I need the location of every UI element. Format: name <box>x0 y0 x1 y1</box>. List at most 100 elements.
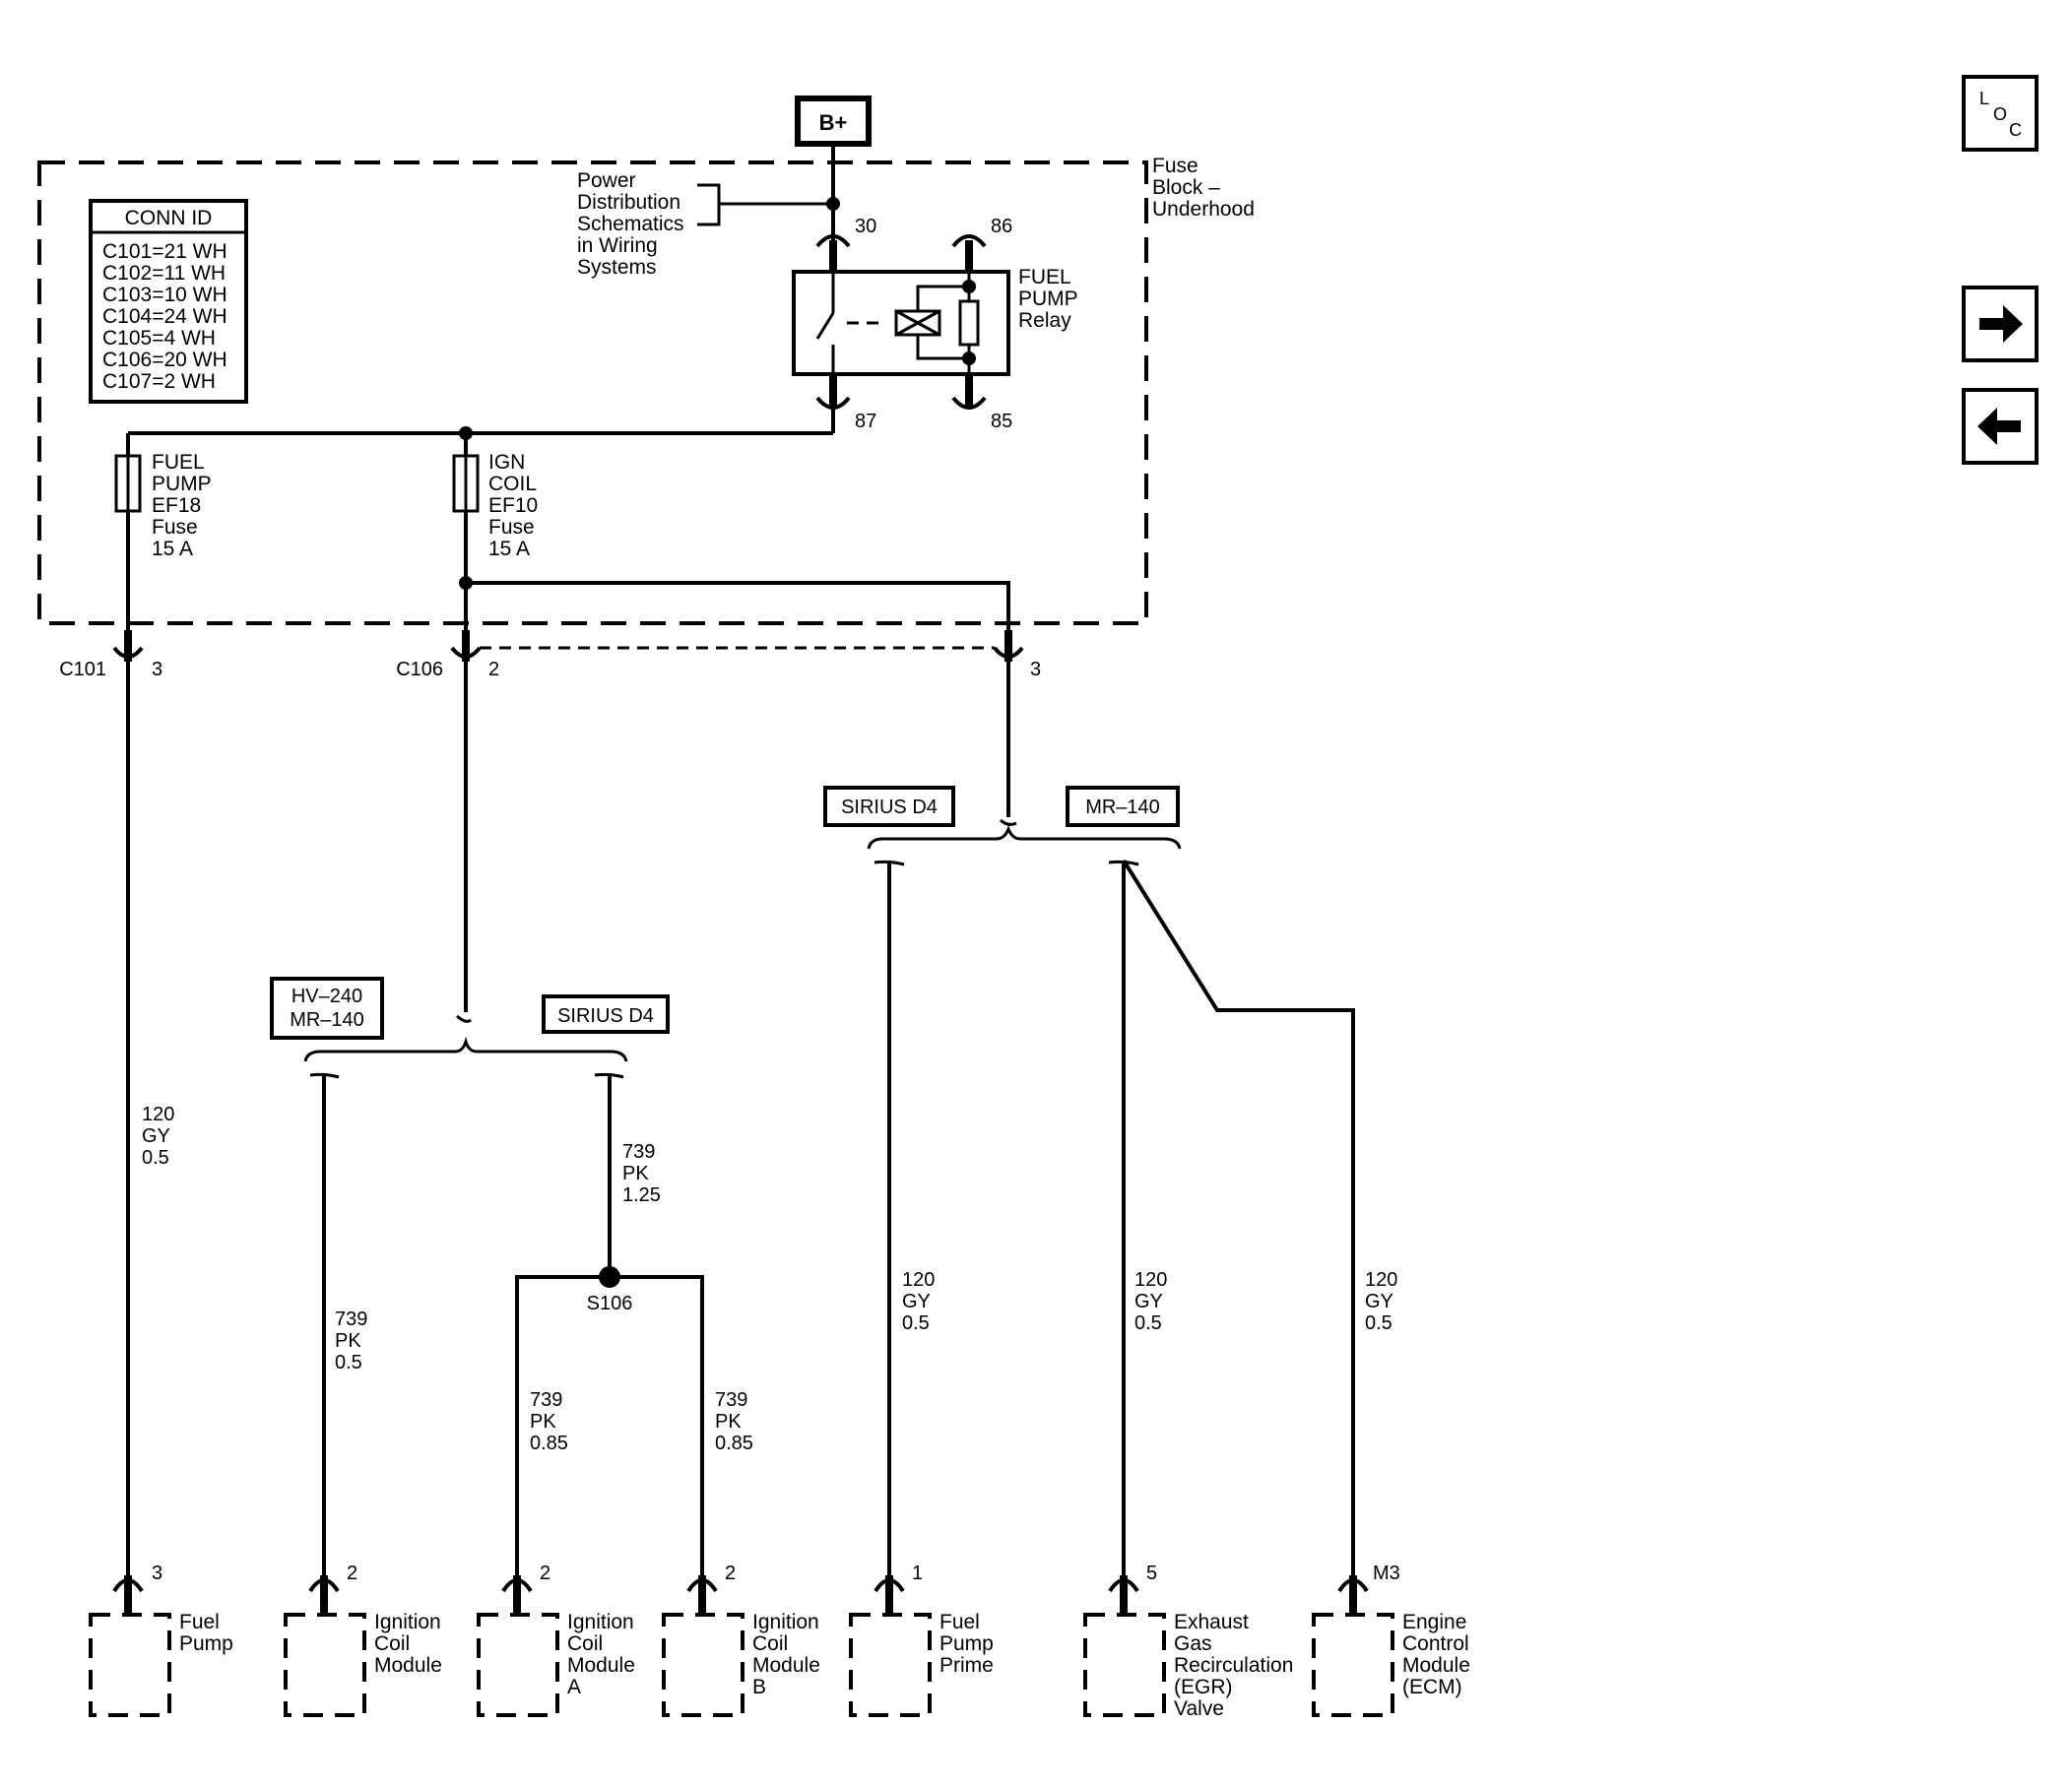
option-left-a-line2: MR–140 <box>290 1009 364 1031</box>
svg-text:PK: PK <box>622 1163 649 1184</box>
svg-text:3: 3 <box>152 1563 162 1584</box>
svg-text:Distribution: Distribution <box>577 191 680 214</box>
option-left-a-line1: HV–240 <box>291 986 362 1007</box>
wire-label-8: 120 GY 0.5 <box>1365 1269 1397 1334</box>
wire-label-5: 739 PK 0.85 <box>715 1389 753 1454</box>
svg-text:Module: Module <box>1402 1654 1470 1677</box>
svg-text:2: 2 <box>347 1563 357 1584</box>
svg-text:739: 739 <box>622 1141 655 1163</box>
wire-label-7: 120 GY 0.5 <box>1134 1269 1167 1334</box>
svg-text:Module: Module <box>567 1654 635 1677</box>
svg-text:EF18: EF18 <box>152 494 201 517</box>
svg-text:A: A <box>567 1676 581 1698</box>
svg-text:5: 5 <box>1146 1563 1157 1584</box>
svg-text:2: 2 <box>540 1563 550 1584</box>
svg-text:O: O <box>1993 104 2007 124</box>
component-ignition-coil-module: 2 Ignition Coil Module <box>347 1563 442 1677</box>
fuel-pump-relay-label: FUEL PUMP Relay <box>1018 266 1078 332</box>
svg-text:Exhaust: Exhaust <box>1174 1611 1249 1633</box>
component-ecm: M3 Engine Control Module (ECM) <box>1373 1563 1470 1698</box>
svg-text:120: 120 <box>1365 1269 1397 1291</box>
svg-text:Block –: Block – <box>1152 176 1220 199</box>
svg-text:0.5: 0.5 <box>902 1312 930 1334</box>
svg-text:B: B <box>752 1676 766 1698</box>
option-box-right-a <box>823 786 955 827</box>
location-button[interactable]: L O C <box>1962 75 2039 152</box>
power-distribution-note: Power Distribution Schematics in Wiring … <box>577 169 684 279</box>
svg-text:Pump: Pump <box>179 1632 233 1655</box>
b-plus-label: B+ <box>819 110 848 135</box>
svg-text:GY: GY <box>1134 1291 1163 1312</box>
svg-text:739: 739 <box>715 1389 747 1411</box>
svg-text:1: 1 <box>912 1563 923 1584</box>
svg-text:in Wiring: in Wiring <box>577 234 658 257</box>
svg-text:Relay: Relay <box>1018 309 1071 332</box>
svg-text:Ignition: Ignition <box>374 1611 441 1633</box>
svg-text:Systems: Systems <box>577 256 657 279</box>
previous-page-button[interactable] <box>1962 388 2039 465</box>
svg-text:120: 120 <box>902 1269 935 1291</box>
svg-text:PUMP: PUMP <box>152 473 212 495</box>
svg-text:Coil: Coil <box>374 1632 410 1655</box>
svg-text:(EGR): (EGR) <box>1174 1676 1233 1698</box>
location-icon: L O C <box>1979 89 2022 140</box>
conn-id-row: C107=2 WH <box>102 370 216 393</box>
connector-c101-name: C101 <box>59 659 106 680</box>
svg-text:Fuse: Fuse <box>1152 155 1198 177</box>
svg-text:Ignition: Ignition <box>567 1611 634 1633</box>
svg-text:M3: M3 <box>1373 1563 1400 1584</box>
option-right-b: MR–140 <box>1085 797 1160 818</box>
conn-id-row: C102=11 WH <box>102 262 226 285</box>
connector-c106-name: C106 <box>396 659 443 680</box>
relay-pin-85: 85 <box>991 411 1012 432</box>
svg-text:Pump: Pump <box>939 1632 994 1655</box>
svg-text:Underhood: Underhood <box>1152 198 1255 221</box>
svg-text:Module: Module <box>374 1654 442 1677</box>
conn-id-title: CONN ID <box>125 207 213 229</box>
splice-s106-label: S106 <box>587 1293 633 1314</box>
svg-text:COIL: COIL <box>488 473 537 495</box>
b-plus-box <box>795 96 872 147</box>
svg-text:Control: Control <box>1402 1632 1469 1655</box>
arrow-right-icon <box>1979 305 2023 343</box>
svg-text:GY: GY <box>902 1291 931 1312</box>
svg-text:120: 120 <box>142 1104 174 1125</box>
option-right-a: SIRIUS D4 <box>841 797 938 818</box>
wire-label-2: 739 PK 0.5 <box>335 1309 367 1373</box>
connector-c106-pin-3: 3 <box>1030 659 1041 680</box>
conn-id-row: C104=24 WH <box>102 305 227 328</box>
conn-id-row: C101=21 WH <box>102 240 227 263</box>
svg-text:(ECM): (ECM) <box>1402 1676 1462 1698</box>
option-box-left-b <box>542 994 670 1034</box>
arrow-left-icon <box>1977 408 2021 445</box>
component-fuel-pump: 3 Fuel Pump <box>152 1563 233 1655</box>
svg-text:GY: GY <box>1365 1291 1393 1312</box>
option-box-left-a <box>270 977 384 1040</box>
conn-id-row: C106=20 WH <box>102 349 227 371</box>
svg-text:PK: PK <box>335 1330 361 1352</box>
component-boxes <box>89 1613 1394 1717</box>
option-left-b: SIRIUS D4 <box>557 1005 654 1027</box>
option-box-right-b <box>1066 786 1180 827</box>
svg-text:Gas: Gas <box>1174 1632 1212 1655</box>
svg-text:Fuel: Fuel <box>939 1611 980 1633</box>
svg-text:Module: Module <box>752 1654 820 1677</box>
wire-label-3: 739 PK 1.25 <box>622 1141 661 1206</box>
svg-text:Power: Power <box>577 169 636 192</box>
svg-text:0.5: 0.5 <box>335 1352 362 1373</box>
svg-text:FUEL: FUEL <box>152 451 205 474</box>
svg-text:2: 2 <box>725 1563 736 1584</box>
conn-id-row: C103=10 WH <box>102 284 227 306</box>
svg-text:Valve: Valve <box>1174 1697 1224 1720</box>
fuse-block-label: Fuse Block – Underhood <box>1152 155 1255 221</box>
svg-text:Coil: Coil <box>567 1632 603 1655</box>
fuse-ef18-label: FUEL PUMP EF18 Fuse 15 A <box>152 451 212 560</box>
connector-c101-pin: 3 <box>152 659 162 680</box>
fuel-pump-relay-body <box>792 270 1010 376</box>
wire-label-1: 120 GY 0.5 <box>142 1104 174 1169</box>
svg-text:EF10: EF10 <box>488 494 538 517</box>
next-page-button[interactable] <box>1962 286 2039 362</box>
svg-text:Fuel: Fuel <box>179 1611 220 1633</box>
svg-text:Recirculation: Recirculation <box>1174 1654 1293 1677</box>
